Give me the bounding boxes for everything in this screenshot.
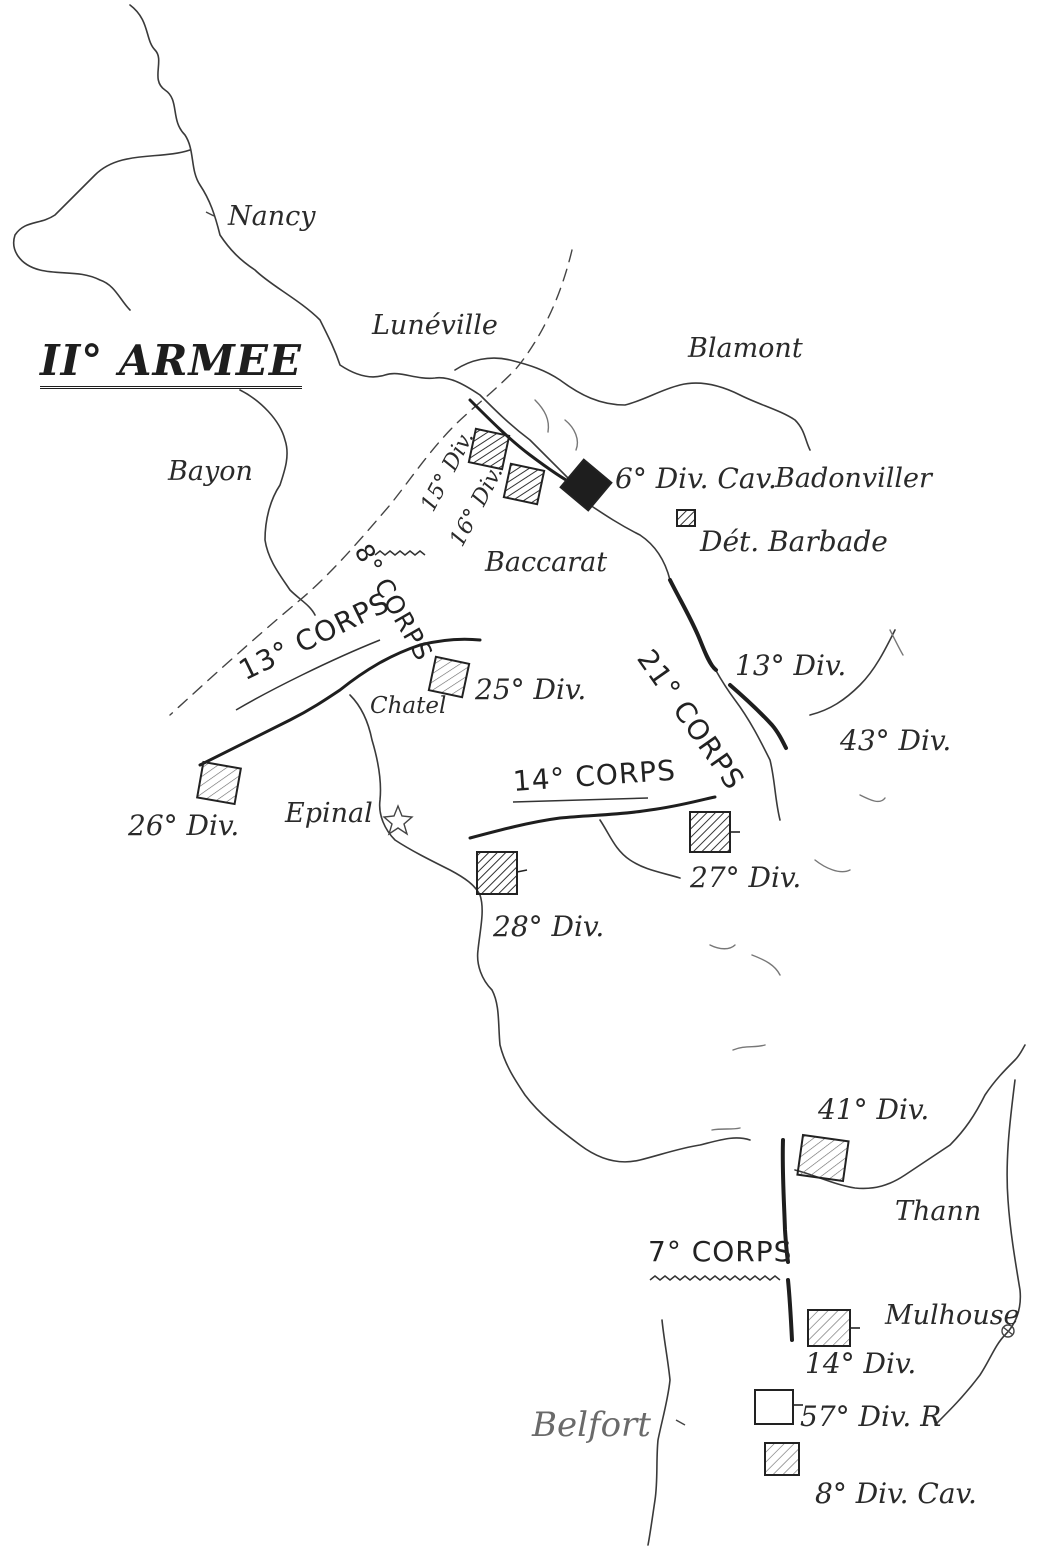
stream-east [809,629,896,716]
river-belfort [647,1319,671,1546]
division-13-label: 13° Div. [735,649,847,682]
division-28-label: 28° Div. [493,910,605,943]
river-mortagne [599,819,681,879]
front-21-corps-a [668,578,718,672]
river-moselle-north [129,4,576,486]
front-7-corps-b [786,1278,794,1342]
town-thann: Thann [895,1196,982,1227]
division-25-label: 25° Div. [475,673,587,706]
town-epinal: Epinal [285,798,373,829]
army-label: II° ARMEE [40,340,302,389]
division-square-27 [689,811,731,853]
division-57r-label: 57° Div. R [800,1400,942,1433]
division-square-8cav [764,1442,800,1476]
town-badonviller: Badonviller [775,463,932,494]
division-square-25 [427,655,471,699]
division-43-label: 43° Div. [840,724,952,757]
division-8cav-label: 8° Div. Cav. [815,1477,977,1510]
town-bayon: Bayon [168,456,253,487]
front-7-corps-a [780,1138,790,1264]
division-square-28 [476,851,518,895]
town-baccarat: Baccarat [485,547,608,578]
corps-7-label: 7° CORPS [648,1235,793,1268]
division-square-6cav [559,458,613,512]
river-madon [239,389,316,616]
river-thann [794,1044,1026,1190]
front-21-corps-b [728,683,788,750]
division-6cav-label: 6° Div. Cav. [615,462,777,495]
division-square-57r [754,1389,794,1425]
division-square-barbade [676,509,696,527]
front-13-corps [198,637,482,767]
river-vezouze [454,357,811,451]
town-mulhouse: Mulhouse [885,1300,1020,1331]
river-meurthe [13,149,191,311]
division-26-label: 26° Div. [128,809,240,842]
town-belfort: Belfort [532,1405,651,1445]
town-blamont: Blamont [688,333,803,364]
town-nancy: Nancy [228,201,316,232]
division-square-15 [467,427,511,471]
river-ill [934,1079,1022,1426]
front-14-corps [468,795,717,840]
division-41-label: 41° Div. [818,1093,930,1126]
town-luneville: Lunéville [372,310,498,341]
division-square-26 [196,760,242,806]
army-boundary-line [169,249,573,716]
division-barbade-label: Dét. Barbade [700,525,888,558]
town-chatel: Chatel [370,693,447,719]
division-square-16 [502,462,546,506]
division-square-14 [807,1309,851,1347]
epinal-star [382,804,414,836]
mulhouse-marker [1001,1324,1015,1338]
division-square-41 [796,1133,850,1183]
division-27-label: 27° Div. [690,861,802,894]
front-north-lorraine [468,398,577,487]
river-moselle-south [349,694,751,1163]
division-14-label: 14° Div. [805,1347,917,1380]
